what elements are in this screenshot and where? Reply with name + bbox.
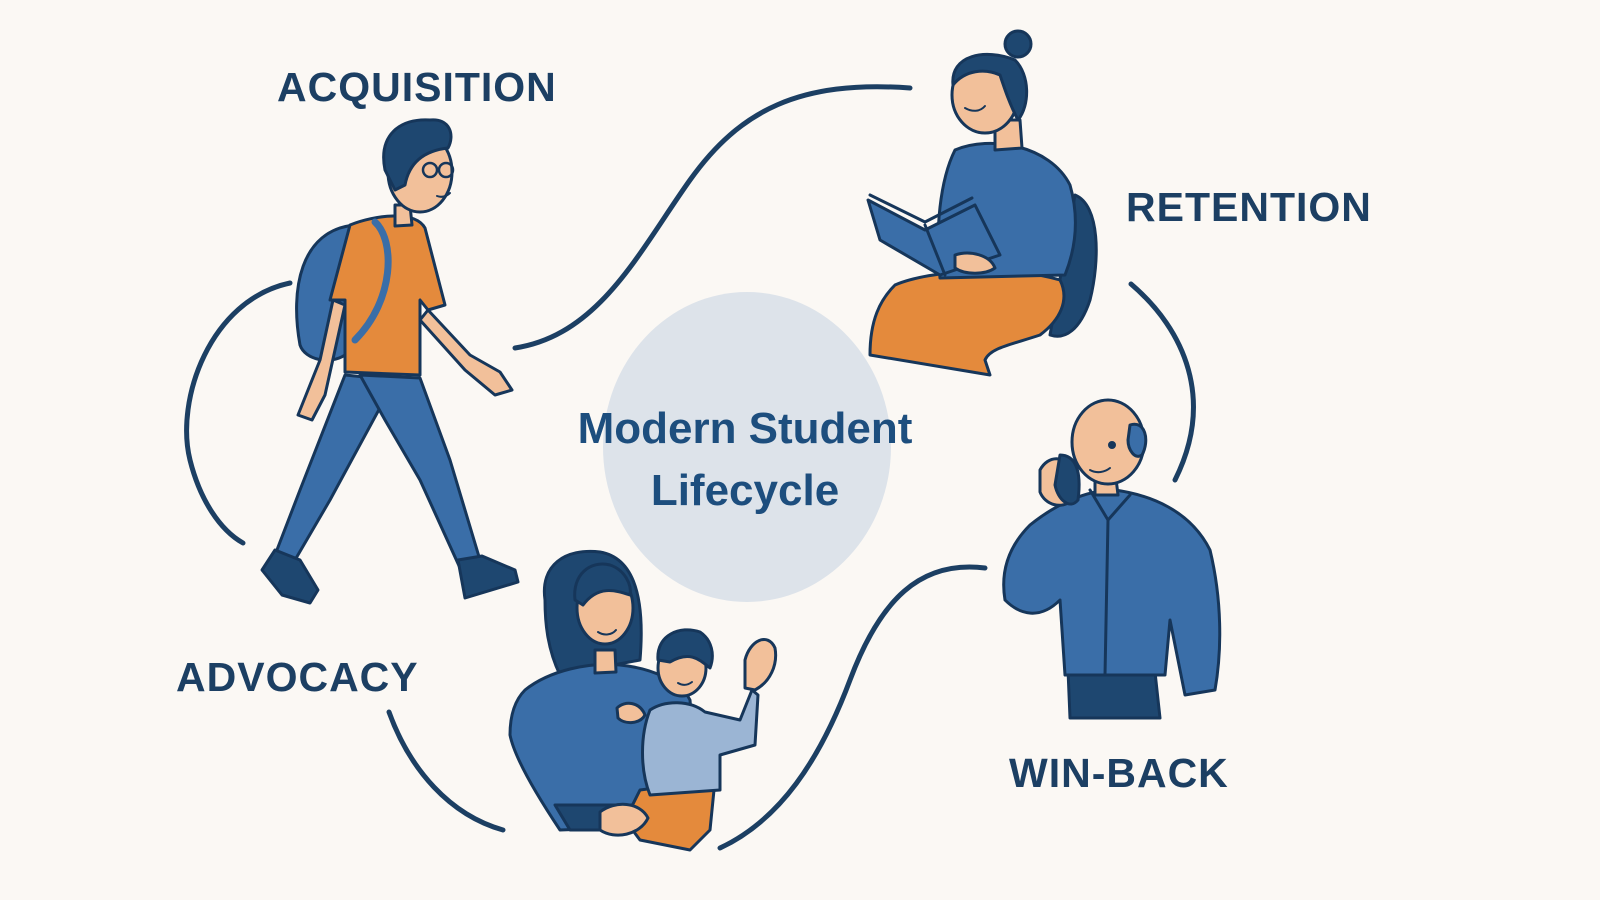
connector-arcs (184, 84, 1196, 851)
stage-label-acquisition: ACQUISITION (277, 64, 557, 110)
connector-acquisition-retention (512, 84, 913, 351)
connector-winback-advocacy (717, 564, 988, 851)
connector-retention-winback (1128, 281, 1196, 483)
stage-label-winback: WIN-BACK (1009, 750, 1229, 796)
center-title-line1: Modern Student (577, 404, 913, 453)
retention-figure (866, 29, 1098, 377)
stage-label-advocacy: ADVOCACY (176, 654, 419, 700)
acquisition-figure (260, 118, 520, 605)
center-title-line2: Lifecycle (650, 466, 840, 515)
advocacy-figure (508, 549, 778, 852)
winback-figure (1002, 398, 1222, 720)
connector-advocacy-bottom (386, 709, 506, 833)
connector-advocacy-acquisition (184, 280, 293, 546)
center-title: Modern Student Lifecycle (555, 398, 935, 522)
stage-label-retention: RETENTION (1126, 184, 1372, 230)
center-circle (603, 292, 891, 602)
